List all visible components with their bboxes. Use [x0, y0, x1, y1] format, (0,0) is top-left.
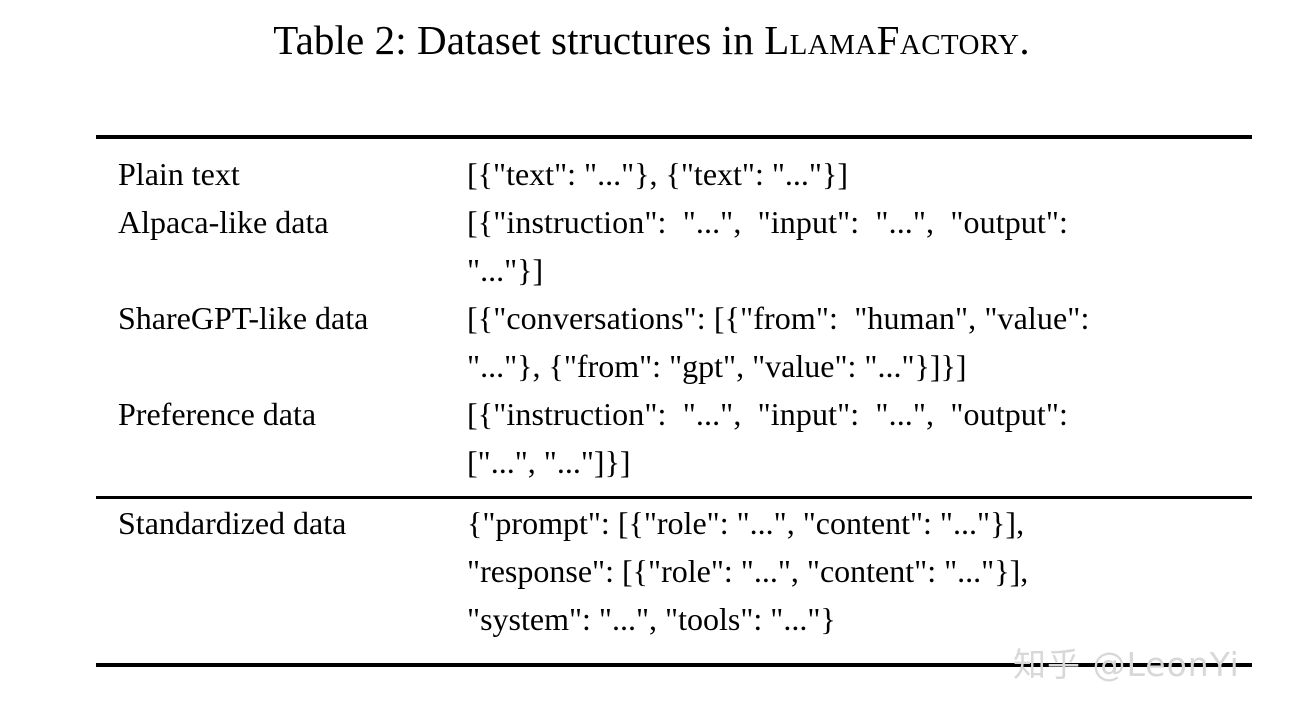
row-value-alpaca-like-data: [{"instruction": "...", "input": "...", … — [467, 198, 1257, 294]
row-label-sharegpt-like-data: ShareGPT-like data — [118, 300, 369, 336]
table-row: Standardized data {"prompt": [{"role": "… — [96, 499, 1256, 643]
watermark: 知乎 @LeonYi — [1013, 645, 1240, 684]
value-line: "response": [{"role": "...", "content": … — [467, 553, 1029, 589]
table-section-upper: Plain text [{"text": "..."}, {"text": ".… — [96, 139, 1256, 486]
value-line: [{"instruction": "...", "input": "...", … — [467, 204, 1069, 240]
row-label-alpaca-like-data: Alpaca-like data — [118, 204, 329, 240]
table-row: Alpaca-like data [{"instruction": "...",… — [96, 198, 1256, 294]
value-line: [{"conversations": [{"from": "human", "v… — [467, 300, 1090, 336]
value-line: [{"text": "..."}, {"text": "..."}] — [467, 156, 848, 192]
row-label-preference-data: Preference data — [118, 396, 317, 432]
value-line: {"prompt": [{"role": "...", "content": "… — [467, 505, 1025, 541]
row-label-standardized-data: Standardized data — [118, 505, 347, 541]
table-middle-rule — [96, 496, 1252, 499]
table-row: Plain text [{"text": "..."}, {"text": ".… — [96, 150, 1256, 198]
row-value-standardized-data: {"prompt": [{"role": "...", "content": "… — [467, 499, 1257, 643]
value-line: "system": "...", "tools": "..."} — [467, 601, 836, 637]
caption-product-name: LlamaFactory — [764, 17, 1020, 63]
caption-prefix: Table 2: Dataset structures in — [273, 17, 765, 63]
row-value-plain-text: [{"text": "..."}, {"text": "..."}] — [467, 150, 1257, 198]
value-line: [{"instruction": "...", "input": "...", … — [467, 396, 1069, 432]
row-value-sharegpt-like-data: [{"conversations": [{"from": "human", "v… — [467, 294, 1257, 390]
table-bottom-rule — [96, 663, 1252, 667]
table-row: Preference data [{"instruction": "...", … — [96, 390, 1256, 486]
value-line: ["...", "..."]}] — [467, 444, 631, 480]
value-line: "..."}] — [467, 252, 544, 288]
dataset-structures-table: Plain text [{"text": "..."}, {"text": ".… — [96, 139, 1256, 643]
table-section-lower: Standardized data {"prompt": [{"role": "… — [96, 486, 1256, 643]
table-row: ShareGPT-like data [{"conversations": [{… — [96, 294, 1256, 390]
page-title: Table 2: Dataset structures in LlamaFact… — [0, 16, 1303, 64]
row-value-preference-data: [{"instruction": "...", "input": "...", … — [467, 390, 1257, 486]
value-line: "..."}, {"from": "gpt", "value": "..."}]… — [467, 348, 967, 384]
table-top-rule — [96, 135, 1252, 139]
caption-suffix: . — [1019, 17, 1030, 63]
row-label-plain-text: Plain text — [118, 156, 240, 192]
